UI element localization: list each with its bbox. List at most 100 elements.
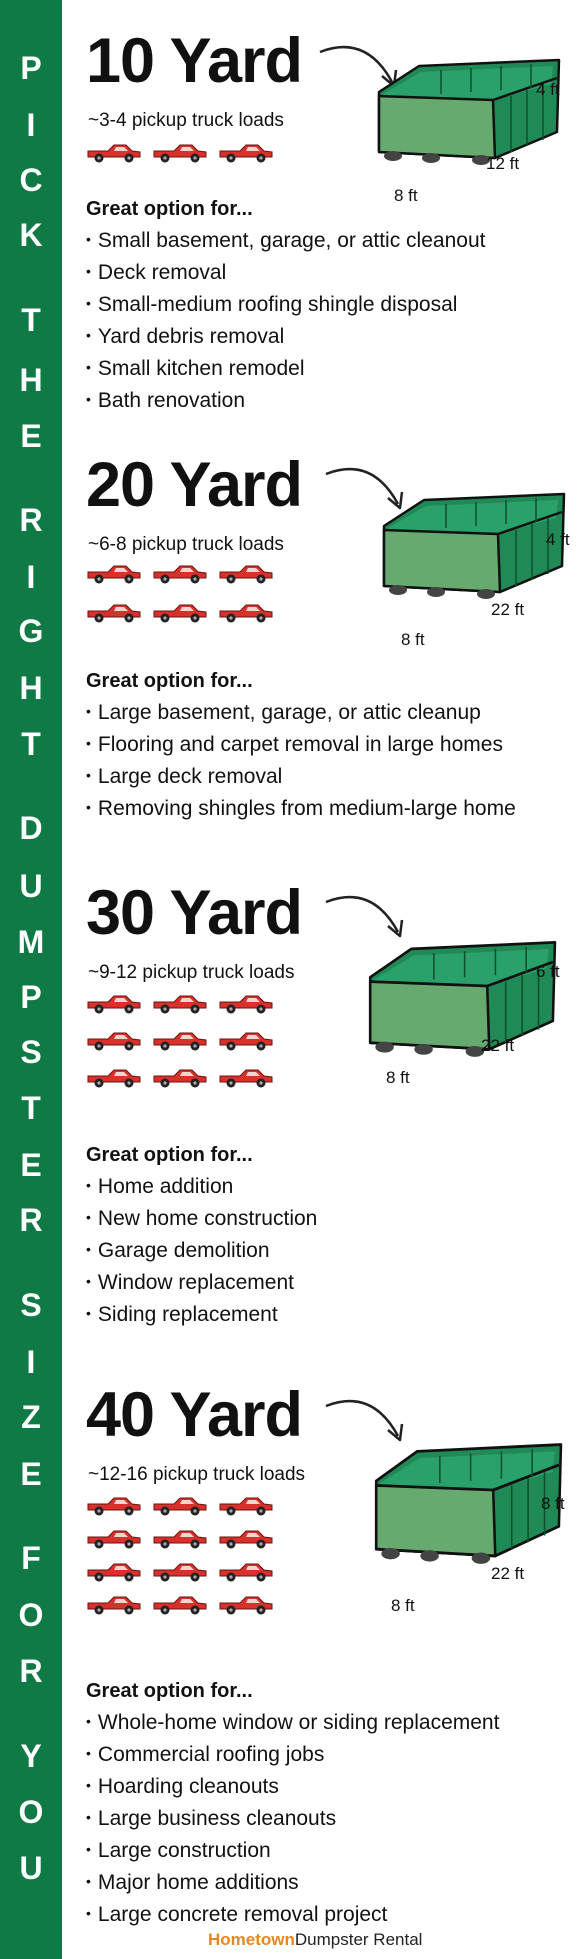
brand-logo: HometownDumpster Rental <box>208 1930 422 1950</box>
dumpster-icon <box>371 56 561 171</box>
sidebar-letter: T <box>21 1090 41 1126</box>
sidebar-letter: F <box>21 1540 41 1576</box>
sidebar-letter: I <box>26 107 36 143</box>
use-case-item: Large concrete removal project <box>86 1898 499 1930</box>
use-case-item: Large business cleanouts <box>86 1802 499 1834</box>
arrow-icon <box>322 460 412 525</box>
use-case-item: Bath renovation <box>86 384 485 416</box>
sidebar-letter: I <box>26 559 36 595</box>
dumpster-size-section: 30 Yard ~9-12 pickup truck loads 6 ft 22 ft… <box>86 878 580 1326</box>
pickup-truck-icon <box>152 599 208 630</box>
use-case-item: Home addition <box>86 1170 317 1202</box>
pickup-truck-icon <box>86 1525 142 1556</box>
pickup-truck-icon <box>86 599 142 630</box>
truck-loads-label: ~12-16 pickup truck loads <box>88 1464 306 1485</box>
use-case-item: Commercial roofing jobs <box>86 1738 499 1770</box>
sidebar-letter: E <box>20 418 42 454</box>
size-title: 20 Yard <box>86 450 303 520</box>
pickup-truck-icon <box>152 560 208 591</box>
pickup-truck-icon <box>218 599 274 630</box>
pickup-truck-icon <box>152 1492 208 1523</box>
dimension-length: 22 ft <box>491 1564 525 1583</box>
sidebar-letter: S <box>20 1287 42 1323</box>
use-case-list: Home additionNew home constructionGarage… <box>86 1170 317 1330</box>
sidebar-letter: R <box>19 1653 43 1689</box>
sidebar-letter: O <box>18 1597 44 1633</box>
truck-icon-grid <box>86 560 274 630</box>
dumpster-icon <box>368 1440 563 1570</box>
pickup-truck-icon <box>218 139 274 170</box>
dimension-width: 8 ft <box>394 186 418 205</box>
use-case-list: Small basement, garage, or attic cleanou… <box>86 224 486 416</box>
pickup-truck-icon <box>218 560 274 591</box>
sidebar-letter: Z <box>21 1399 41 1435</box>
dimension-width: 8 ft <box>386 1068 410 1087</box>
use-case-item: Small kitchen remodel <box>86 352 485 384</box>
use-case-list: Whole-home window or siding replacementC… <box>86 1706 500 1930</box>
pickup-truck-icon <box>86 1558 142 1589</box>
pickup-truck-icon <box>218 1027 274 1058</box>
truck-icon-grid <box>86 139 274 170</box>
dimension-height: 4 ft <box>536 80 560 99</box>
use-case-list: Large basement, garage, or attic cleanup… <box>86 696 516 824</box>
size-title: 40 Yard <box>86 1380 303 1450</box>
use-case-item: Window replacement <box>86 1266 317 1298</box>
sidebar-letter: U <box>19 1850 43 1886</box>
use-case-item: Major home additions <box>86 1866 499 1898</box>
use-case-item: Siding replacement <box>86 1298 317 1330</box>
sidebar-letter: K <box>19 217 43 253</box>
arrow-icon <box>322 1392 412 1457</box>
pickup-truck-icon <box>218 1591 274 1622</box>
use-case-item: Small-medium roofing shingle disposal <box>86 288 485 320</box>
sidebar-letter: E <box>20 1147 42 1183</box>
sidebar-letter: I <box>26 1344 36 1380</box>
pickup-truck-icon <box>86 1064 142 1095</box>
sidebar-letter: T <box>21 302 41 338</box>
size-title: 10 Yard <box>86 26 303 96</box>
sidebar-letter: G <box>18 613 44 649</box>
pickup-truck-icon <box>86 560 142 591</box>
use-case-item: Small basement, garage, or attic cleanou… <box>86 224 486 256</box>
use-case-item: Hoarding cleanouts <box>86 1770 499 1802</box>
brand-name-part2: Dumpster Rental <box>294 1930 423 1949</box>
dimension-length: 22 ft <box>491 600 525 619</box>
great-option-heading: Great option for... <box>86 1144 253 1166</box>
size-title: 30 Yard <box>86 878 303 948</box>
dimension-length: 22 ft <box>481 1036 515 1055</box>
use-case-item: Yard debris removal <box>86 320 485 352</box>
sidebar-letter: P <box>20 979 42 1015</box>
pickup-truck-icon <box>152 1027 208 1058</box>
pickup-truck-icon <box>152 1591 208 1622</box>
use-case-item: Removing shingles from medium-large home <box>86 792 516 824</box>
sidebar-letter: P <box>20 50 42 86</box>
pickup-truck-icon <box>218 1492 274 1523</box>
pickup-truck-icon <box>152 139 208 170</box>
dimension-width: 8 ft <box>401 630 425 649</box>
sidebar-letter: S <box>20 1034 42 1070</box>
great-option-heading: Great option for... <box>86 670 253 692</box>
pickup-truck-icon <box>86 139 142 170</box>
pickup-truck-icon <box>152 1064 208 1095</box>
truck-loads-label: ~9-12 pickup truck loads <box>88 962 295 983</box>
sidebar-letter: H <box>19 670 43 706</box>
pickup-truck-icon <box>86 1492 142 1523</box>
use-case-item: Large basement, garage, or attic cleanup <box>86 696 516 728</box>
arrow-icon <box>322 888 412 953</box>
sidebar-letter: U <box>19 868 43 904</box>
use-case-item: Deck removal <box>86 256 485 288</box>
pickup-truck-icon <box>86 1591 142 1622</box>
truck-loads-label: ~3-4 pickup truck loads <box>88 110 284 131</box>
dimension-height: 8 ft <box>541 1494 565 1513</box>
use-case-item: New home construction <box>86 1202 317 1234</box>
use-case-item: Large construction <box>86 1834 499 1866</box>
sidebar-letter: C <box>19 162 43 198</box>
sidebar-letter: R <box>19 502 43 538</box>
truck-loads-label: ~6-8 pickup truck loads <box>88 534 284 555</box>
sidebar-letter: M <box>17 924 45 960</box>
pickup-truck-icon <box>86 1027 142 1058</box>
pickup-truck-icon <box>152 990 208 1021</box>
truck-icon-grid <box>86 1492 274 1622</box>
dimension-height: 6 ft <box>536 962 560 981</box>
pickup-truck-icon <box>218 1558 274 1589</box>
